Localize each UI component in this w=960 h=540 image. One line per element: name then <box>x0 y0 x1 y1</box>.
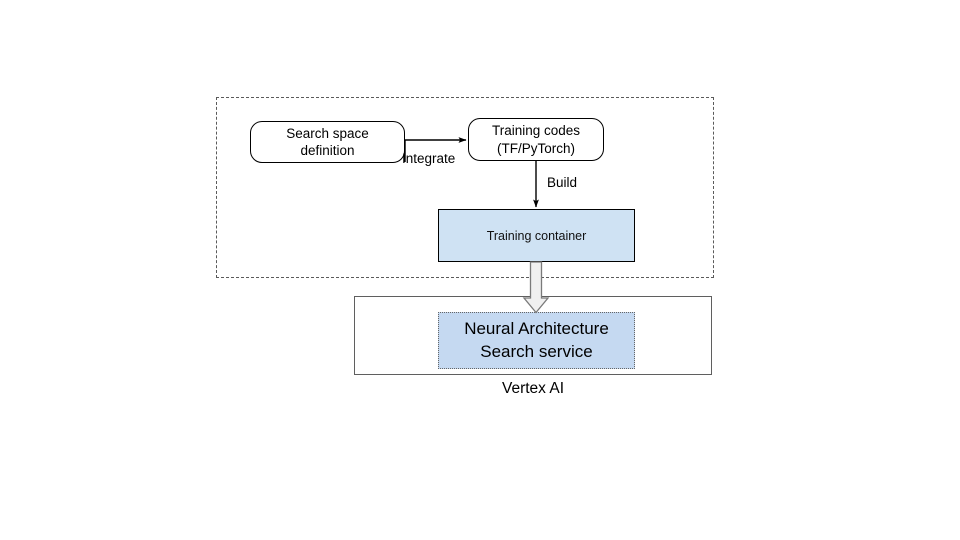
node-search-space-definition-line2: definition <box>300 143 355 158</box>
node-training-container[interactable]: Training container <box>438 209 635 262</box>
node-nas-service-line1: Neural Architecture <box>464 319 609 339</box>
node-training-codes-line2: (TF/PyTorch) <box>496 140 575 156</box>
dashed-grouping-region <box>216 97 714 278</box>
node-search-space-definition-label: Search space definition <box>286 125 369 160</box>
vertex-ai-caption: Vertex AI <box>501 380 565 397</box>
node-nas-service-label: Neural Architecture Search service <box>464 318 609 362</box>
node-training-codes-label: Training codes (TF/PyTorch) <box>492 122 580 157</box>
node-training-container-label: Training container <box>486 228 587 243</box>
node-training-codes-line1: Training codes <box>491 123 581 139</box>
edge-label-integrate: Integrate <box>402 151 456 166</box>
node-neural-architecture-search-service[interactable]: Neural Architecture Search service <box>438 312 635 369</box>
node-search-space-definition[interactable]: Search space definition <box>250 121 405 163</box>
node-nas-service-line2: Search service <box>480 341 593 361</box>
edge-label-build: Build <box>547 175 578 190</box>
node-search-space-definition-line1: Search space <box>286 125 369 141</box>
node-training-codes[interactable]: Training codes (TF/PyTorch) <box>468 118 604 161</box>
